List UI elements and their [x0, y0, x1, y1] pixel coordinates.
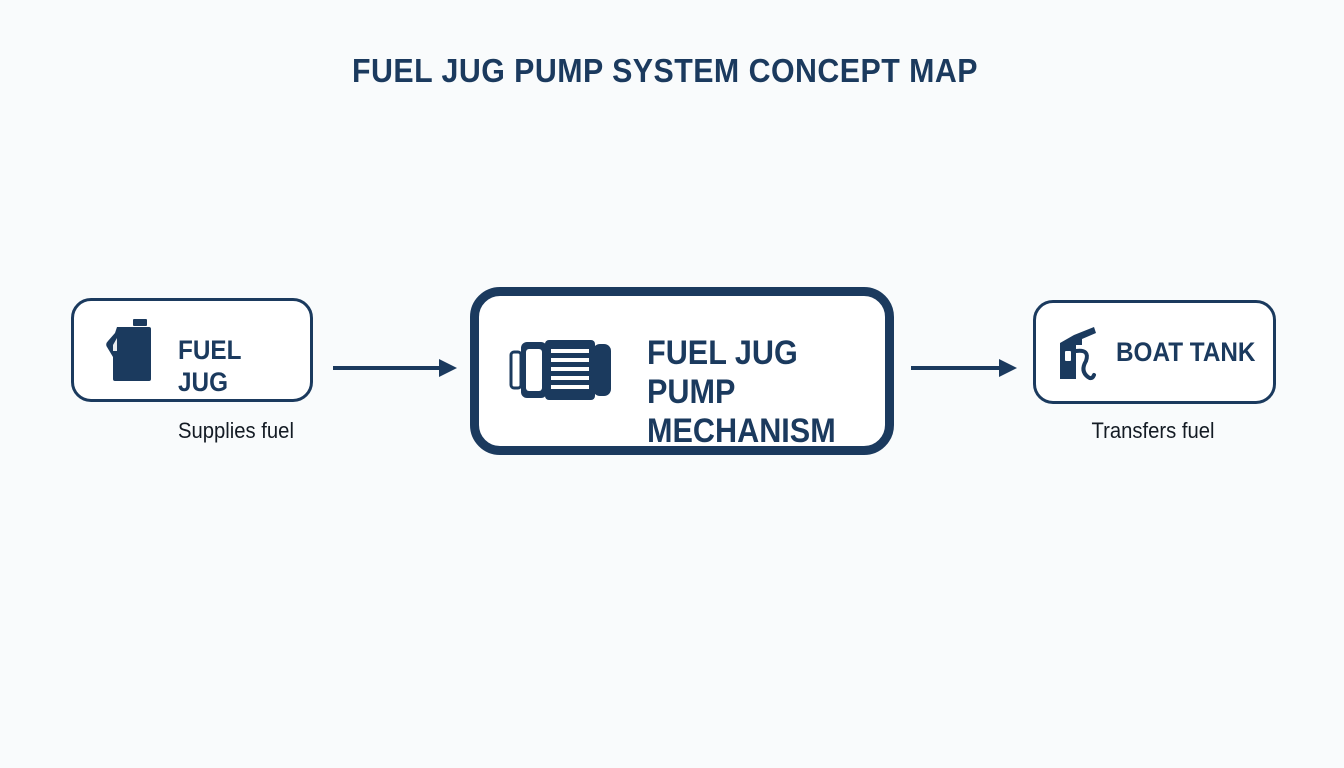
fuel-jug-icon [106, 319, 151, 381]
boat-tank-node: BOAT TANK [1033, 300, 1276, 404]
diagram-title: FUEL JUG PUMP SYSTEM CONCEPT MAP [352, 52, 978, 89]
fuel-jug-label: FUEL JUG [178, 335, 242, 397]
fuel-jug-caption: Supplies fuel [178, 418, 294, 443]
arrow-pump-to-boat-tank [911, 359, 1017, 377]
fuel-jug-node: FUEL JUG [71, 298, 313, 402]
boat-tank-label: BOAT TANK [1116, 337, 1256, 367]
pump-mechanism-label: FUEL JUG PUMP MECHANISM [647, 334, 836, 451]
boat-tank-caption: Transfers fuel [1091, 418, 1215, 443]
pump-mechanism-icon [509, 340, 611, 400]
arrow-fuel-jug-to-pump [333, 359, 457, 377]
pump-mechanism-node: FUEL JUG PUMP MECHANISM [470, 287, 894, 455]
fuel-nozzle-icon [1060, 327, 1096, 381]
